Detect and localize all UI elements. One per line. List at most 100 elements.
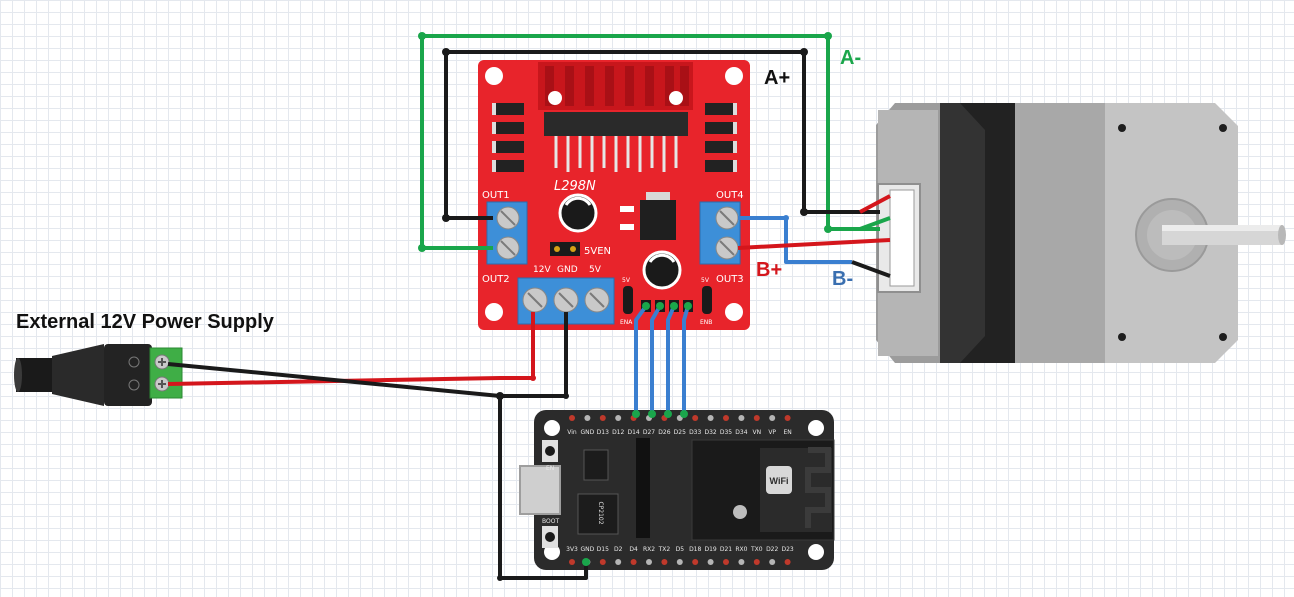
esp32-pin-label: D25 xyxy=(674,429,686,436)
out2-label: OUT2 xyxy=(482,274,510,285)
wire-red-b-plus xyxy=(737,240,853,250)
esp32-pin-label: D34 xyxy=(735,429,747,436)
enb-5v-label: 5V xyxy=(701,277,710,284)
wire-blue-b-minus xyxy=(738,216,852,264)
esp32-pin xyxy=(753,415,760,421)
boot-button-label: BOOT xyxy=(542,518,559,525)
esp32-pin-label: RX2 xyxy=(643,546,655,553)
wire-blue-in4 xyxy=(682,305,690,414)
esp32-pin xyxy=(692,415,699,421)
esp32-pin-label: Vin xyxy=(567,429,577,436)
esp32-pin-label: VP xyxy=(768,429,776,436)
wire-green-a-minus xyxy=(420,34,880,250)
5ven-jumper xyxy=(550,242,580,256)
esp32-pin-label: D27 xyxy=(643,429,655,436)
esp32-pin-label: D21 xyxy=(720,546,732,553)
wire-blue-in2 xyxy=(650,305,662,414)
esp32-pin-label: RX0 xyxy=(735,546,747,553)
esp32-pin-label: 3V3 xyxy=(566,546,578,553)
ena-5v-label: 5V xyxy=(622,277,631,284)
l298n-driver-board: L298N OUT1 OUT4 OUT2 OUT3 xyxy=(478,60,750,330)
enb-label: ENB xyxy=(700,319,712,326)
esp32-pin xyxy=(723,559,729,565)
esp32-pin-label: TX0 xyxy=(750,546,763,553)
esp32-pin-label: D23 xyxy=(781,546,793,553)
wifi-label: WiFi xyxy=(770,476,789,486)
esp32-pin xyxy=(599,559,606,565)
5ven-label: 5VEN xyxy=(584,246,611,257)
b-minus-label: B- xyxy=(832,268,853,290)
motor-hole-icon xyxy=(1118,124,1126,132)
esp32-pin-label: D5 xyxy=(676,546,685,553)
b-plus-label: B+ xyxy=(756,259,782,281)
a-minus-label: A- xyxy=(840,47,861,69)
esp32-pin xyxy=(769,415,776,421)
ena-jumper xyxy=(623,286,633,314)
esp32-pin-label: D35 xyxy=(720,429,732,436)
wire-blue-in3 xyxy=(666,305,676,414)
power-supply-label: External 12V Power Supply xyxy=(16,311,275,333)
esp32-pin xyxy=(692,559,699,565)
out1-label: OUT1 xyxy=(482,190,510,201)
esp32-pin-label: D32 xyxy=(704,429,716,436)
esp32-pin-label: EN xyxy=(783,429,791,436)
motor-hole-icon xyxy=(1118,333,1126,341)
esp32-pin xyxy=(630,559,637,565)
out3-label: OUT3 xyxy=(716,274,744,285)
esp32-pin xyxy=(738,415,745,421)
esp32-pin xyxy=(676,559,683,565)
voltage-regulator xyxy=(640,200,676,240)
wire-black-a-plus xyxy=(444,50,880,220)
esp32-pin xyxy=(599,415,606,421)
esp32-pin xyxy=(569,415,575,421)
esp32-pin xyxy=(569,559,575,565)
stepper-motor xyxy=(876,103,1286,363)
wire-black-gnd xyxy=(167,312,568,398)
esp32-pin xyxy=(784,415,791,421)
esp32-pin xyxy=(707,415,714,421)
dc-jack-adapter xyxy=(14,344,183,406)
esp32-pin xyxy=(615,559,622,565)
esp32-pin xyxy=(707,559,714,565)
a-plus-label: A+ xyxy=(764,67,790,89)
capacitor-icon xyxy=(558,193,598,233)
esp32-pin xyxy=(753,559,760,565)
wire-black-gnd-esp xyxy=(498,396,588,580)
enb-jumper xyxy=(702,286,712,314)
ena-label: ENA xyxy=(620,319,633,326)
esp32-pin-label: D14 xyxy=(627,429,639,436)
esp32-pin-label: D26 xyxy=(658,429,670,436)
esp32-pin xyxy=(723,415,729,421)
wire-blue-in1 xyxy=(634,304,648,414)
esp32-pin-label: D4 xyxy=(629,546,638,553)
en-button-label: EN xyxy=(546,465,554,472)
esp32-pin xyxy=(661,559,668,565)
esp32-pin xyxy=(769,559,776,565)
esp32-pin xyxy=(615,415,622,421)
esp32-pin-label: GND xyxy=(581,429,595,436)
esp32-pin-label: D19 xyxy=(704,546,716,553)
esp32-pin-label: D13 xyxy=(597,429,609,436)
motor-hole-icon xyxy=(1219,333,1227,341)
esp32-pin-label: TX2 xyxy=(658,546,671,553)
wires xyxy=(167,32,891,581)
esp32-pin xyxy=(738,559,745,565)
chip-label: L298N xyxy=(554,179,596,194)
esp32-pin xyxy=(584,415,591,421)
esp32-pin xyxy=(784,559,791,565)
out4-label: OUT4 xyxy=(716,190,744,201)
esp32-pin-label: D33 xyxy=(689,429,701,436)
12v-label: 12V xyxy=(533,265,551,275)
esp32-pin xyxy=(646,559,652,565)
usb-port xyxy=(519,465,561,515)
esp32-pin-label: D18 xyxy=(689,546,701,553)
esp32-pin-label: D12 xyxy=(612,429,624,436)
5v-label: 5V xyxy=(589,265,602,275)
esp32-pin-label: VN xyxy=(753,429,762,436)
esp32-pin-label: D22 xyxy=(766,546,778,553)
usb-chip-label: CP2102 xyxy=(597,501,604,524)
